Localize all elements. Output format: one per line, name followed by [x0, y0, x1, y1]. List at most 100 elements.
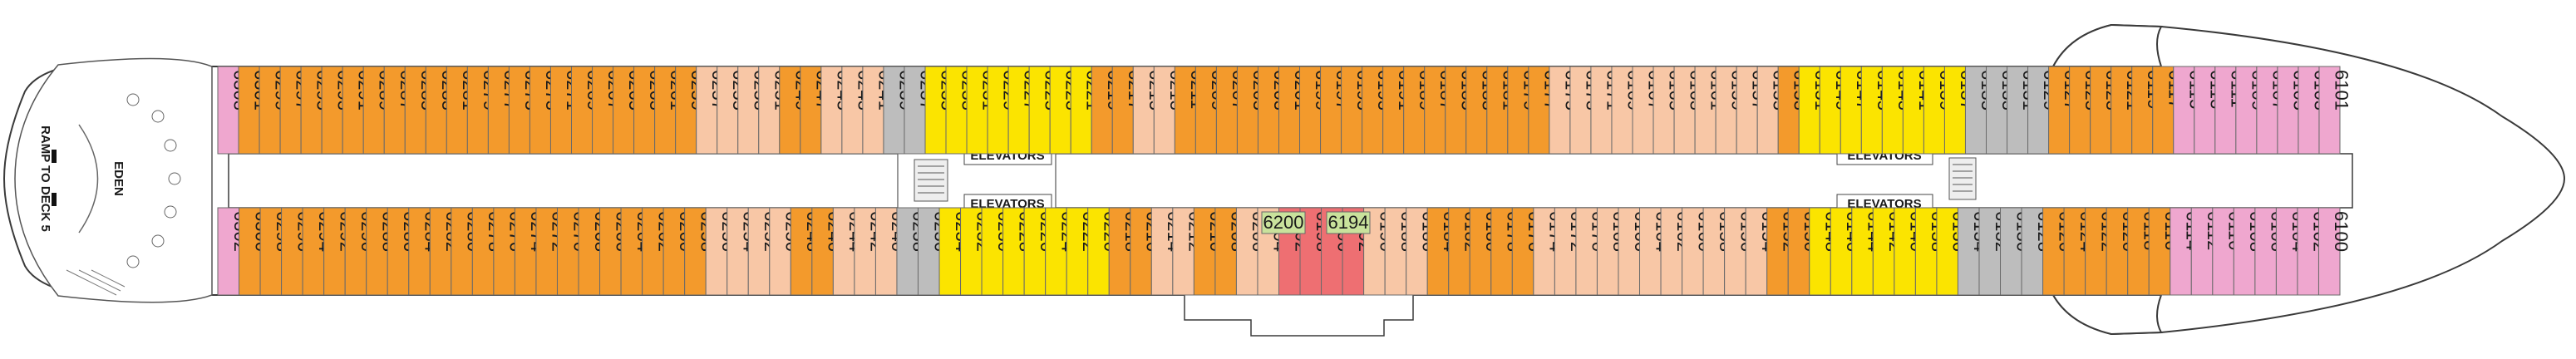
cabin-cell: [790, 207, 813, 296]
cabin-cell: [508, 66, 530, 155]
cabin-cell: [1132, 66, 1155, 155]
cabin-cell: [1694, 66, 1717, 155]
cabin-cell: [1299, 207, 1322, 296]
cabin-cell: [1575, 207, 1598, 296]
cabin-cell: [1172, 207, 1194, 296]
cabin-cell: [451, 207, 473, 296]
cabin-cell: [924, 66, 947, 155]
cabin-cell: [2297, 207, 2319, 296]
cabin-cell: [1002, 207, 1025, 296]
cabin-cell: [1881, 66, 1904, 155]
cabin-6244[interactable]: 6244: [832, 207, 866, 296]
cabin-cell: [2318, 66, 2341, 155]
cabin-6200[interactable]: 6200: [1261, 211, 1306, 234]
cabin-cell: [2148, 207, 2171, 296]
cabin-cell: [529, 66, 551, 155]
cabin-cell: [1469, 207, 1492, 296]
cabin-cell: [2214, 66, 2237, 155]
cabin-cell: [1382, 66, 1405, 155]
cabin-cell: [896, 207, 919, 296]
cabin-cell: [2069, 66, 2091, 155]
cabin-cell: [2254, 207, 2277, 296]
cabin-cell: [2298, 66, 2320, 155]
cabin-cell: [769, 207, 791, 296]
cabin-cell: [2027, 66, 2050, 155]
cabin-cell: [1872, 207, 1895, 296]
cabin-cell: [904, 66, 926, 155]
cabin-number: 6100: [2331, 211, 2352, 252]
cabin-6101[interactable]: 6101: [2318, 66, 2352, 155]
cabin-cell: [514, 207, 537, 296]
cabin-cell: [1798, 66, 1820, 155]
cabin-cell: [1236, 66, 1258, 155]
cabin-cell: [1507, 66, 1529, 155]
cabin-cell: [1777, 66, 1800, 155]
cabin-cell: [613, 66, 635, 155]
cabin-cell: [675, 66, 697, 155]
cabin-cell: [1384, 207, 1407, 296]
cabin-cell: [408, 207, 431, 296]
cabin-cell: [2277, 66, 2299, 155]
cabin-cell: [1830, 207, 1853, 296]
cabin-cell: [1652, 66, 1675, 155]
cabin-cell: [779, 66, 801, 155]
cabin-cell: [696, 66, 718, 155]
cabin-cell: [832, 207, 855, 296]
cabin-cell: [1894, 207, 1916, 296]
cabin-cell: [535, 207, 558, 296]
cabin-cell: [2212, 207, 2234, 296]
cabin-6272[interactable]: 6272: [535, 207, 569, 296]
cabin-cell: [2007, 66, 2029, 155]
cabin-cell: [1549, 66, 1571, 155]
cabin-cell: [758, 66, 781, 155]
cabin-cell: [1936, 207, 1958, 296]
cabin-cell: [383, 66, 406, 155]
cabin-6242[interactable]: 6242: [854, 207, 888, 296]
cabin-6247[interactable]: 6247: [800, 66, 834, 155]
cabin-cell: [684, 207, 707, 296]
cabin-cell: [2256, 66, 2278, 155]
cabin-cell: [737, 66, 760, 155]
ramp-label: RAMP TO DECK 5: [38, 125, 52, 232]
cabin-cell: [425, 66, 447, 155]
cabin-6150[interactable]: 6150: [1787, 207, 1821, 296]
cabin-cell: [1819, 66, 1841, 155]
cabin-cell: [2233, 207, 2256, 296]
cabin-6194[interactable]: 6194: [1326, 211, 1371, 234]
cabin-6100[interactable]: 6100: [2317, 207, 2352, 296]
cabin-cell: [1023, 207, 1047, 296]
cabin-cell: [1445, 66, 1467, 155]
cabin-cell: [429, 207, 452, 296]
cabin-cell: [1596, 207, 1619, 296]
cabin-cell: [633, 66, 656, 155]
cabin-cell: [1702, 207, 1726, 296]
cabin-6119[interactable]: 6119: [2131, 66, 2165, 155]
cabin-cell: [945, 66, 968, 155]
cabin-cell: [2127, 207, 2150, 296]
cabin-cell: [800, 66, 822, 155]
cabin-cell: [2131, 66, 2154, 155]
cabin-6111[interactable]: 6111: [2214, 66, 2248, 155]
bridge-wing-bottom: [2051, 294, 2163, 336]
cabin-cell: [841, 66, 864, 155]
cabin-cell: [2190, 207, 2214, 296]
cabin-cell: [487, 66, 510, 155]
cabin-cell: [321, 66, 343, 155]
cabin-cell: [1426, 207, 1450, 296]
cabin-cell: [302, 207, 325, 296]
cabin-cell: [2085, 207, 2107, 296]
eden-label: EDEN: [111, 161, 126, 196]
cabin-cell: [344, 207, 367, 296]
midship-bump: [1184, 295, 1414, 337]
cabin-6178[interactable]: 6178: [1490, 207, 1524, 296]
cabin-cell: [1448, 207, 1470, 296]
cabin-cell: [1193, 207, 1216, 296]
cabin-cell: [300, 66, 323, 155]
cabin-cell: [717, 66, 739, 155]
cabin-cell: [362, 66, 385, 155]
cabin-cell: [811, 207, 834, 296]
cabin-cell: [1639, 207, 1662, 296]
cabin-cell: [854, 207, 876, 296]
cabin-cell: [1569, 66, 1592, 155]
cabin-cell: [960, 207, 983, 296]
